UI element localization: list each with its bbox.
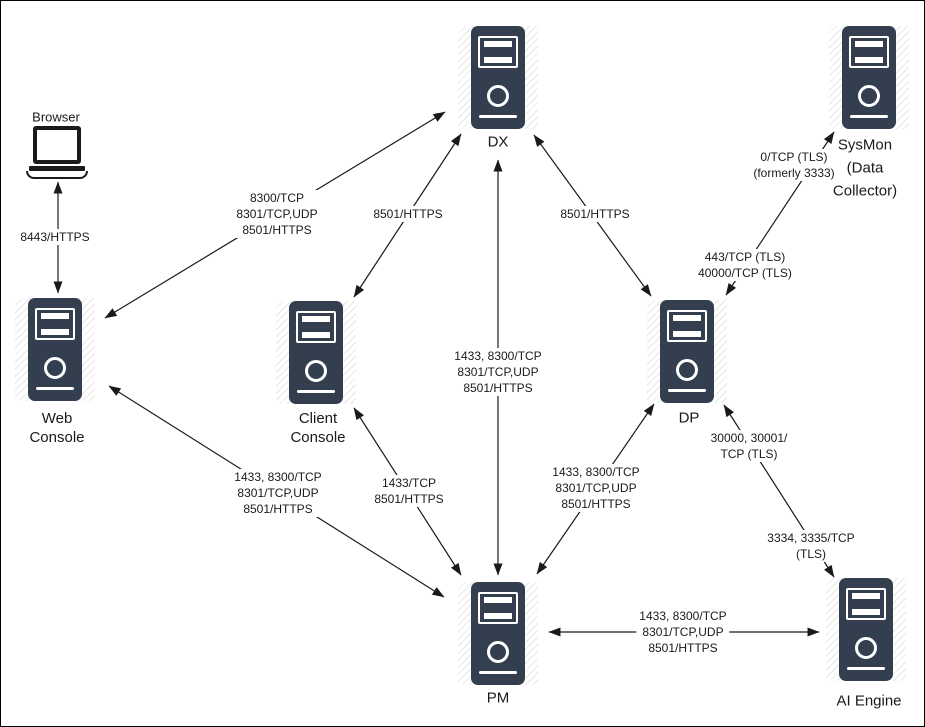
- drive-slot: [297, 389, 335, 393]
- drive-bays: [478, 36, 518, 68]
- node-dx: [458, 26, 538, 129]
- drive-bays: [296, 311, 336, 343]
- power-button: [305, 360, 327, 382]
- server-icon: [839, 578, 893, 681]
- server-icon: [471, 26, 525, 129]
- drive-bays: [667, 310, 707, 342]
- node-web-console: [15, 298, 95, 401]
- drive-slot: [479, 670, 517, 674]
- edge-label-browser-webconsole: 8443/HTTPS: [17, 229, 93, 245]
- power-button: [855, 637, 877, 659]
- node-label-pm: PM: [486, 689, 510, 707]
- node-label-client-console: Client Console: [290, 410, 346, 446]
- node-client-console: [276, 301, 356, 404]
- node-label-ai-engine: AI Engine: [836, 692, 902, 710]
- node-pm: [458, 582, 538, 685]
- server-icon: [660, 300, 714, 403]
- drive-slot: [847, 666, 885, 670]
- server-icon: [471, 582, 525, 685]
- node-sysmon: [829, 26, 909, 129]
- edge-label-dp-pm: 1433, 8300/TCP 8301/TCP,UDP 8501/HTTPS: [549, 464, 643, 512]
- node-label-dp: DP: [678, 409, 700, 427]
- edge-label-pm-dx: 1433, 8300/TCP 8301/TCP,UDP 8501/HTTPS: [451, 348, 545, 396]
- node-dp: [647, 300, 727, 403]
- node-label-dx: DX: [487, 133, 509, 151]
- power-button: [487, 85, 509, 107]
- browser-node: [25, 126, 89, 179]
- edge-label-dp-sysmon-lower: 443/TCP (TLS) 40000/TCP (TLS): [695, 249, 795, 281]
- edge-label-webconsole-dx: 8300/TCP 8301/TCP,UDP 8501/HTTPS: [233, 190, 321, 238]
- edge-label-dp-aiengine-upper: 30000, 30001/ TCP (TLS): [707, 430, 791, 462]
- power-button: [858, 85, 880, 107]
- edge-label-webconsole-pm: 1433, 8300/TCP 8301/TCP,UDP 8501/HTTPS: [231, 469, 325, 517]
- node-label-browser: Browser: [32, 109, 80, 125]
- drive-slot: [36, 386, 74, 390]
- drive-slot: [479, 114, 517, 118]
- laptop-base: [26, 171, 88, 179]
- edge-label-pm-aiengine: 1433, 8300/TCP 8301/TCP,UDP 8501/HTTPS: [636, 608, 730, 656]
- drive-bays: [478, 592, 518, 624]
- power-button: [44, 357, 66, 379]
- edge-label-clientconsole-pm: 1433/TCP 8501/HTTPS: [371, 475, 447, 507]
- node-label-web-console: Web Console: [29, 410, 85, 446]
- server-icon: [28, 298, 82, 401]
- edge-label-dp-dx: 8501/HTTPS: [557, 206, 633, 222]
- server-icon: [289, 301, 343, 404]
- node-label-sysmon: SysMon (Data Collector): [832, 136, 898, 200]
- power-button: [487, 641, 509, 663]
- edge-label-dp-sysmon-upper: 0/TCP (TLS) (formerly 3333): [750, 149, 838, 181]
- edge-label-dp-aiengine-lower: 3334, 3335/TCP (TLS): [764, 530, 858, 562]
- laptop-keyboard: [29, 166, 85, 171]
- drive-slot: [850, 114, 888, 118]
- power-button: [676, 359, 698, 381]
- drive-bays: [849, 36, 889, 68]
- drive-bays: [35, 308, 75, 340]
- server-icon: [842, 26, 896, 129]
- laptop-icon: [25, 126, 89, 179]
- drive-bays: [846, 588, 886, 620]
- drive-slot: [668, 388, 706, 392]
- node-ai-engine: [826, 578, 906, 681]
- edge-label-clientconsole-dx: 8501/HTTPS: [370, 206, 446, 222]
- laptop-screen: [33, 126, 81, 164]
